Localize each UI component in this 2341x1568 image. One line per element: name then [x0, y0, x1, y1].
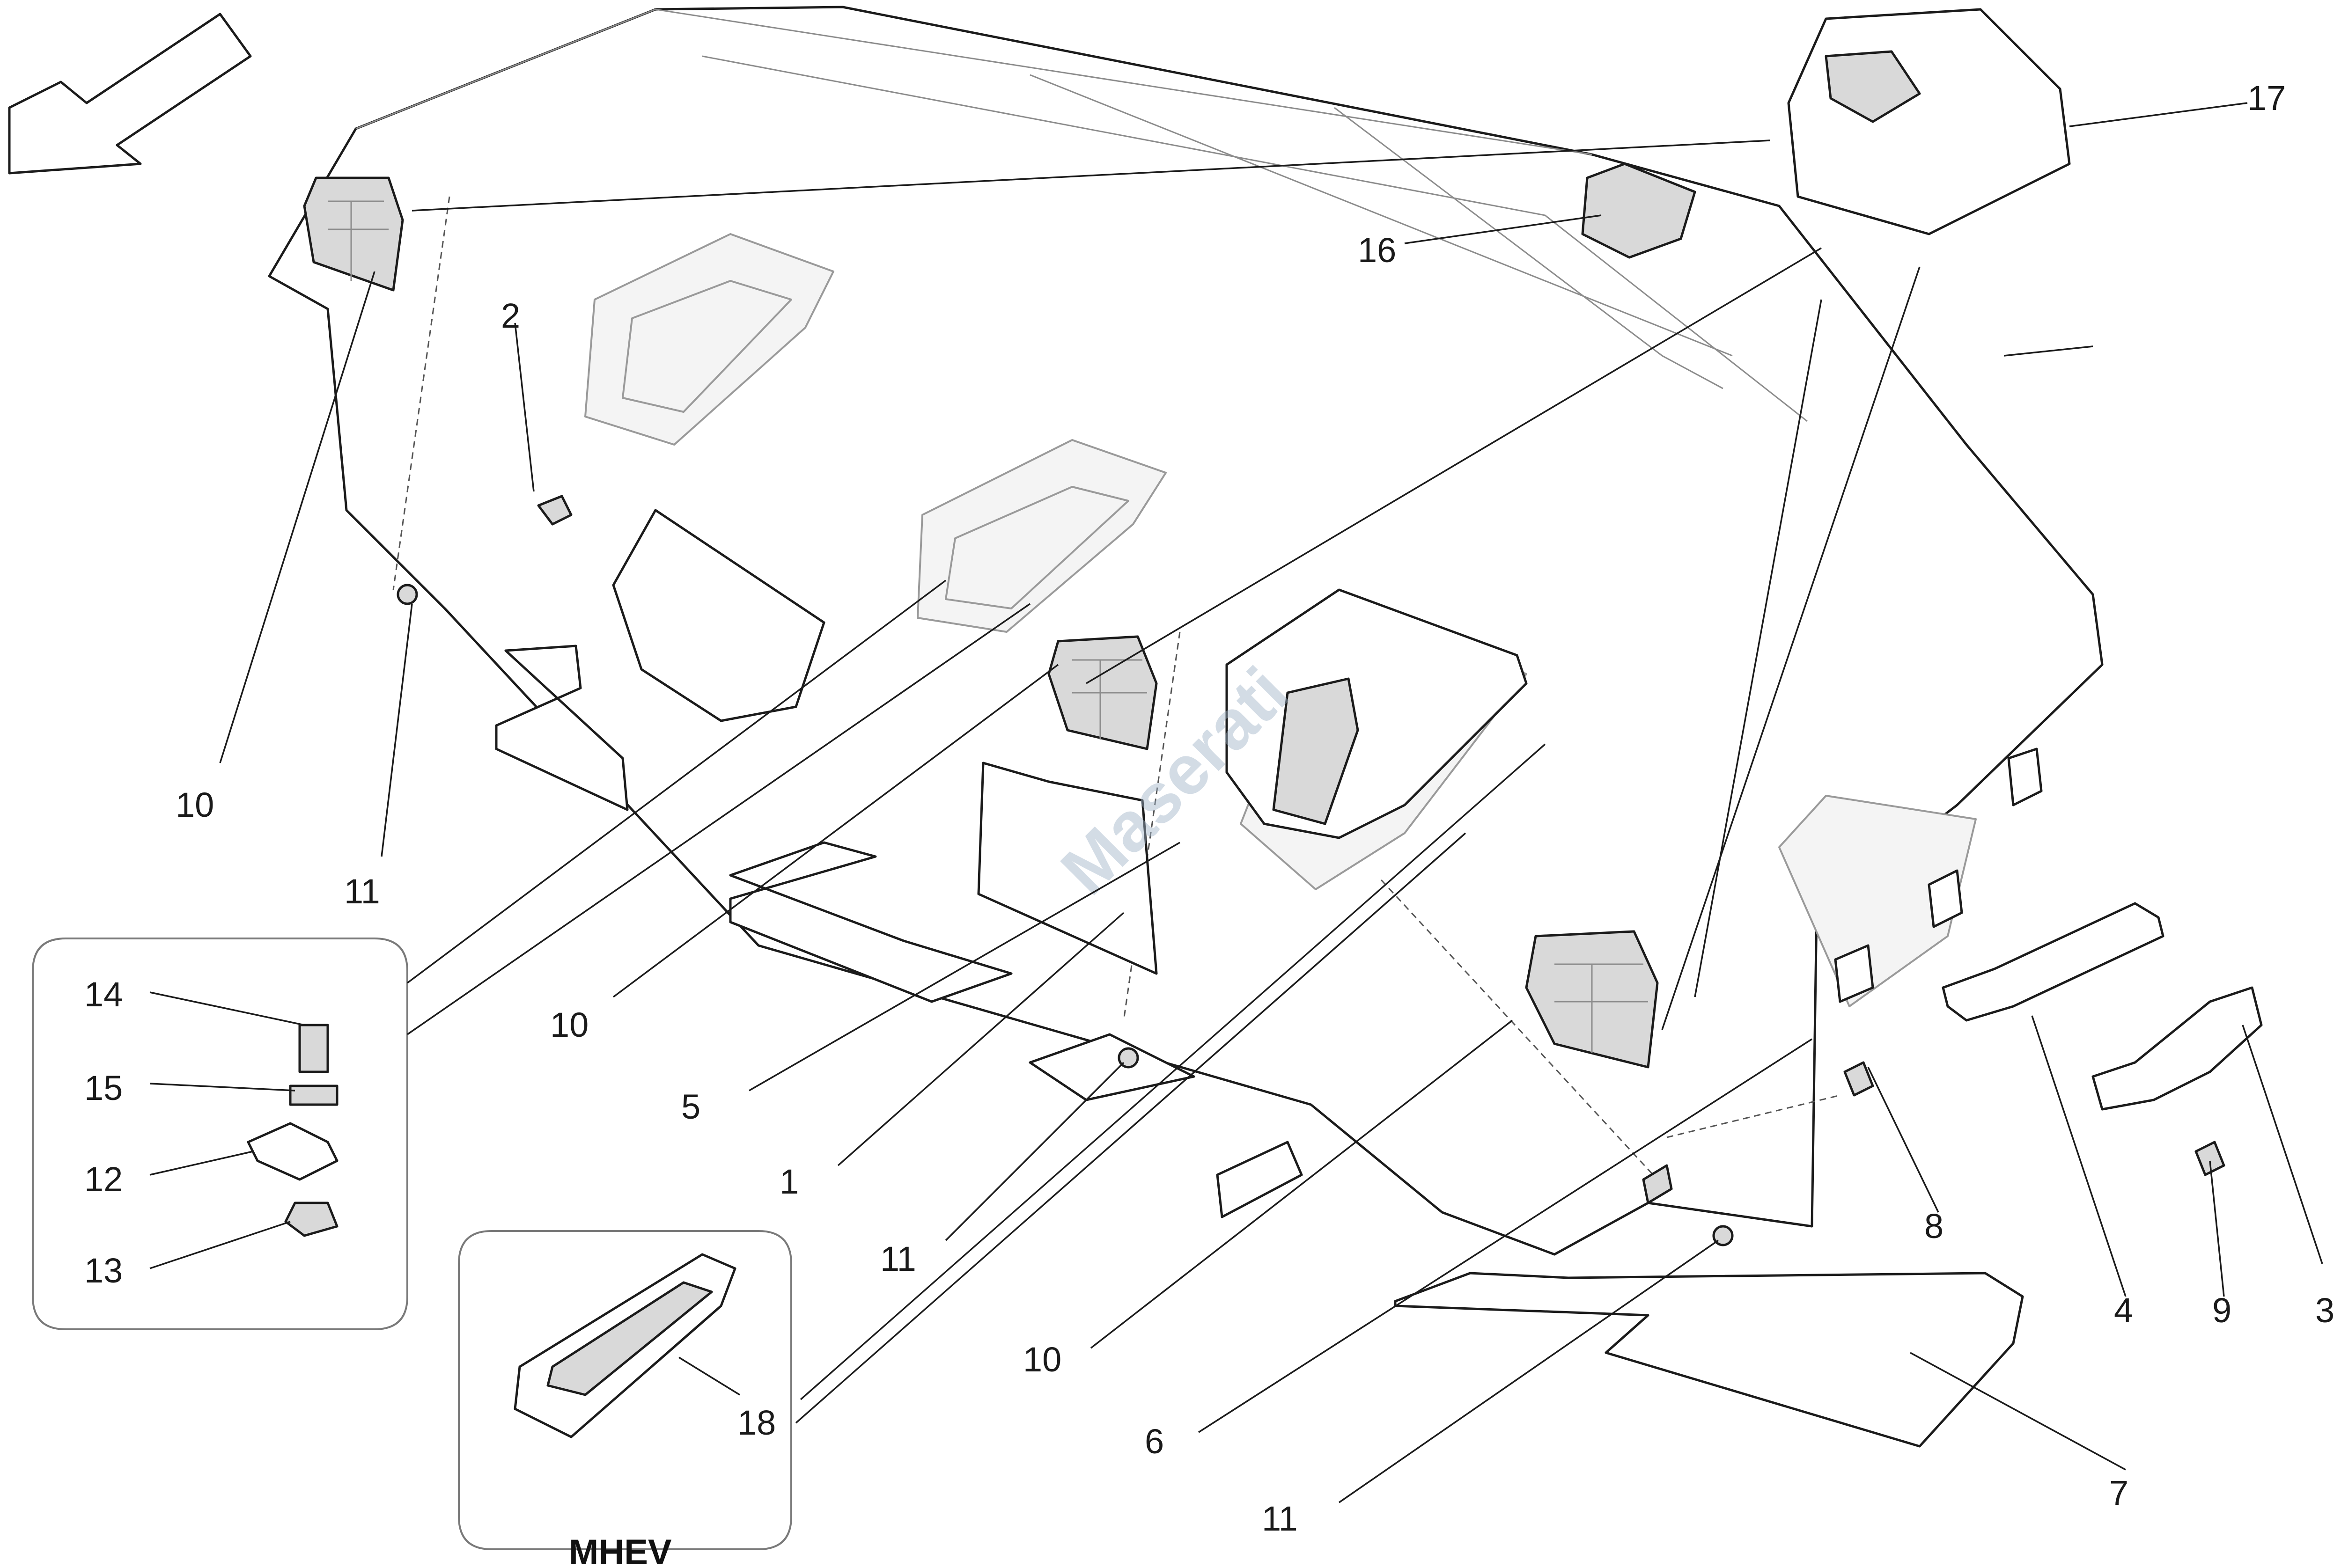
mhev-label: MHEV — [569, 1532, 672, 1568]
callout-6: 6 — [1145, 1422, 1164, 1461]
hardware-detail-inset — [32, 938, 408, 1330]
callout-4: 4 — [2114, 1291, 2133, 1330]
seatbelt-guide-right — [1525, 930, 1659, 1069]
callout-16: 16 — [1358, 231, 1396, 270]
callout-11-right: 11 — [1262, 1499, 1298, 1538]
callout-14: 14 — [84, 975, 123, 1014]
front-direction-arrow-icon — [8, 13, 252, 175]
callout-17: 17 — [2247, 79, 2286, 117]
mhev-detail-inset: MHEV — [458, 1230, 792, 1568]
callout-15: 15 — [84, 1069, 123, 1107]
callout-10-center: 10 — [550, 1005, 589, 1044]
rear-parcel-shelf — [268, 6, 2104, 1256]
callout-1: 1 — [780, 1162, 799, 1201]
callout-13: 13 — [84, 1251, 123, 1290]
leader-lines — [149, 102, 2323, 1503]
callout-5: 5 — [681, 1087, 700, 1126]
seatbelt-guide-left — [303, 176, 404, 292]
bracket-4 — [1942, 902, 2164, 1022]
callout-10-left: 10 — [176, 785, 214, 824]
callout-10-right: 10 — [1023, 1340, 1061, 1379]
callout-2: 2 — [501, 296, 520, 335]
center-pass-through — [1225, 588, 1528, 839]
callout-labels: 17 16 2 10 11 14 15 12 13 10 5 1 11 18 1… — [84, 79, 2334, 1538]
callout-7: 7 — [2109, 1473, 2128, 1512]
callout-9: 9 — [2212, 1291, 2231, 1330]
part-16-clip — [1581, 162, 1696, 259]
callout-8: 8 — [1924, 1207, 1943, 1246]
callout-11-center: 11 — [880, 1239, 916, 1278]
callout-18: 18 — [737, 1403, 776, 1442]
seatbelt-guide-center — [1047, 635, 1158, 750]
bracket-3 — [2091, 986, 2263, 1111]
lower-trim-panel — [1394, 1272, 2024, 1448]
callout-12: 12 — [84, 1160, 123, 1199]
part-17-cover — [1787, 8, 2071, 235]
callout-3: 3 — [2315, 1291, 2334, 1330]
fasteners — [397, 495, 2225, 1246]
callout-11-left: 11 — [344, 872, 380, 911]
